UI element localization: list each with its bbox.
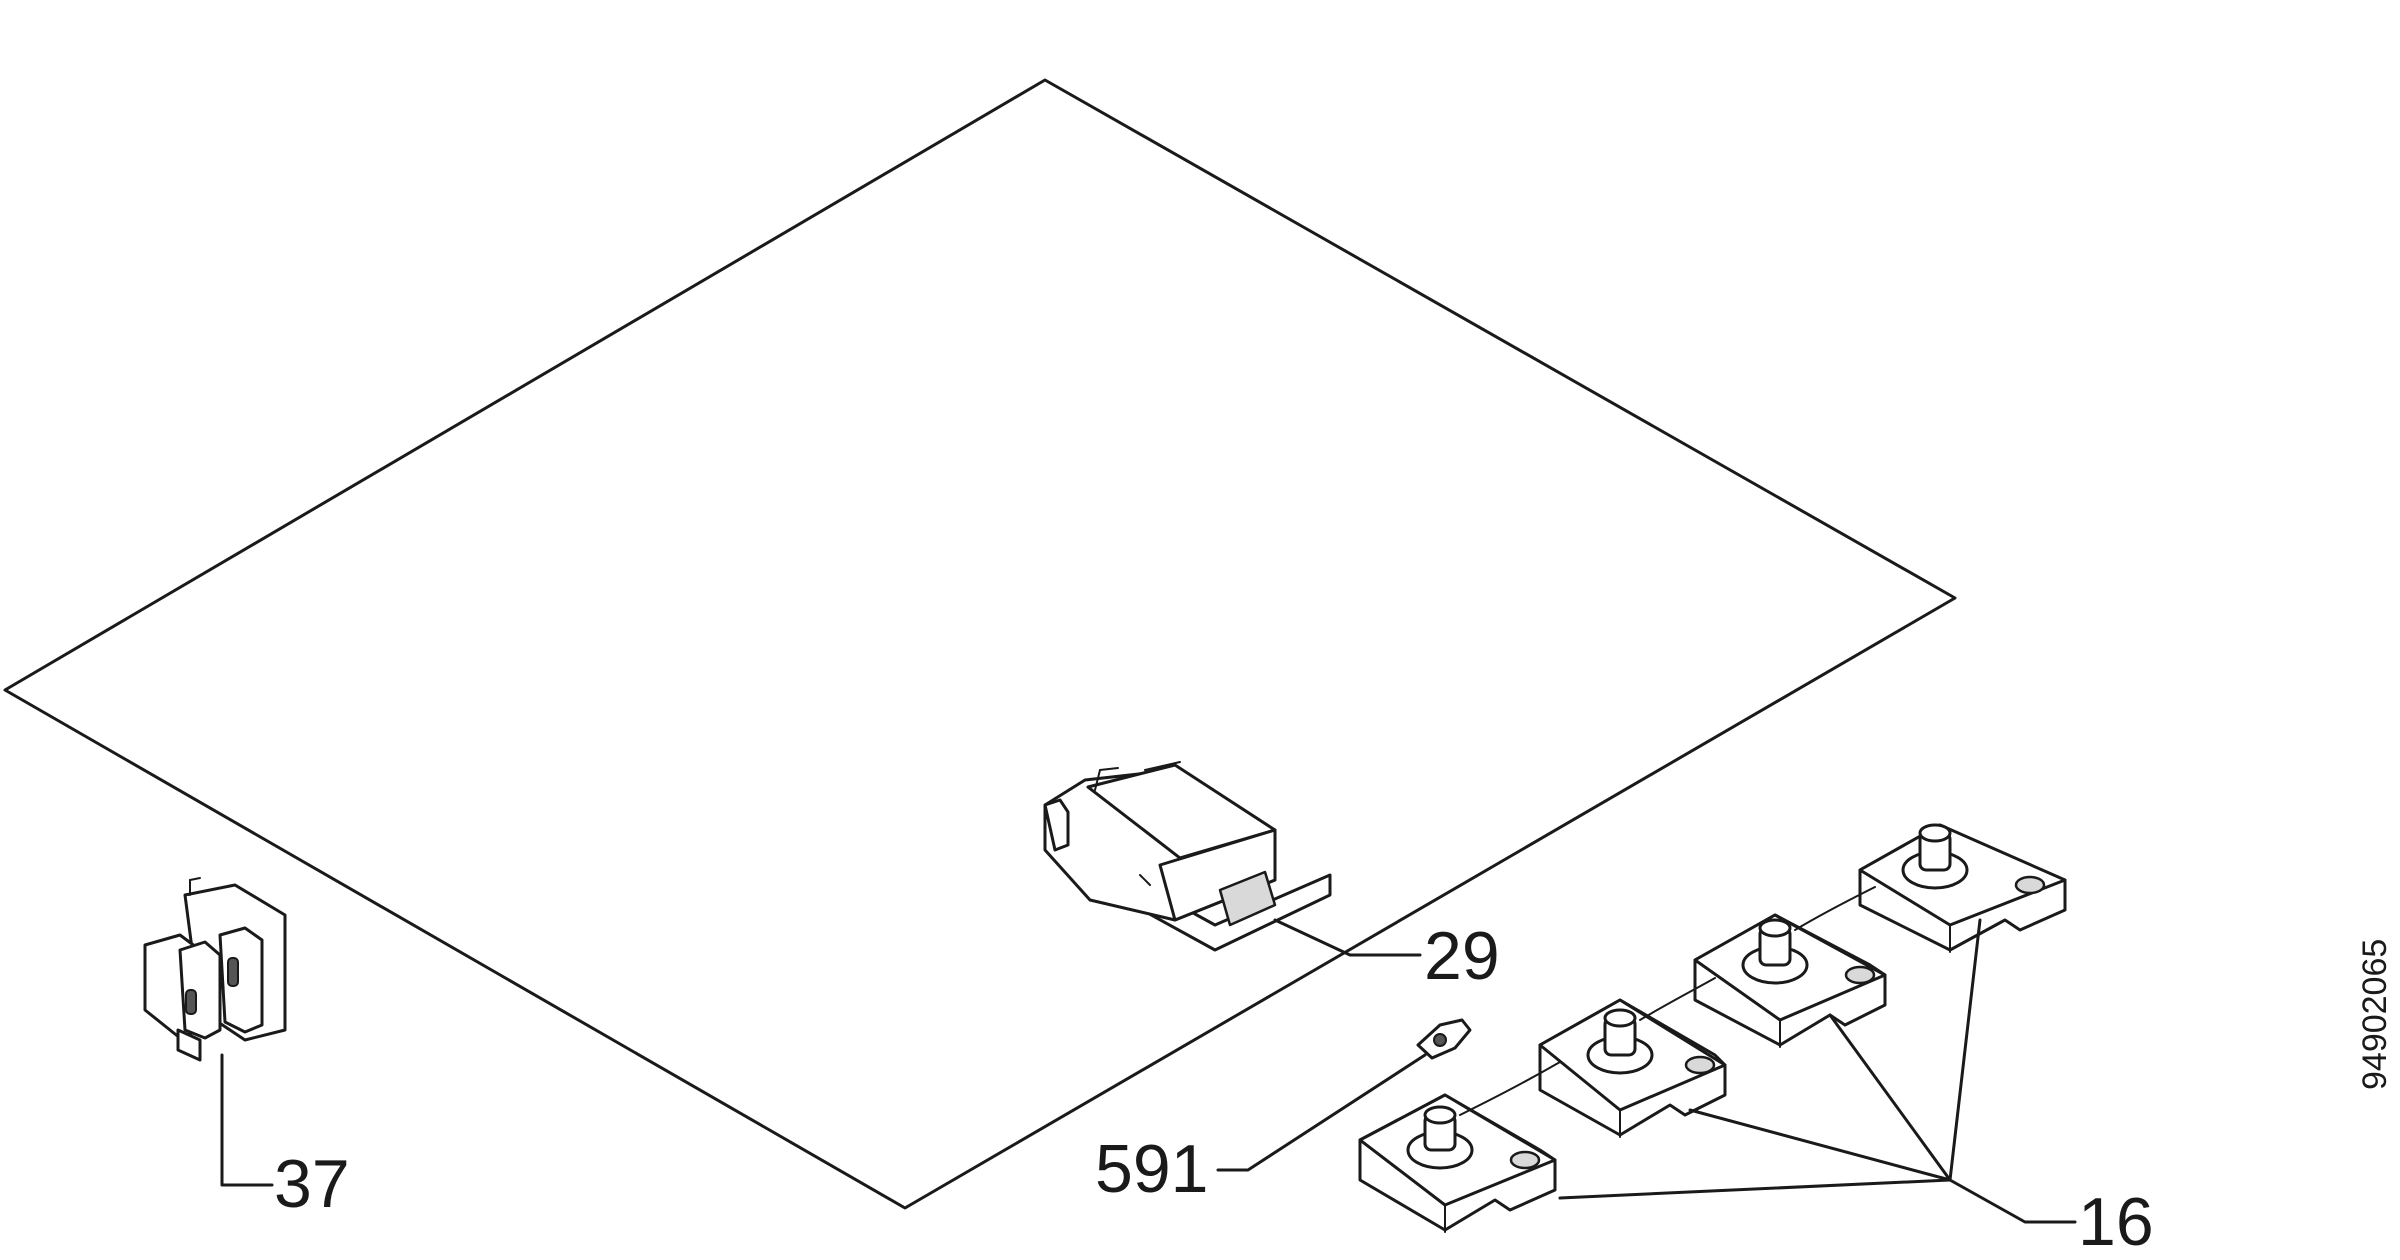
part-591-clip <box>1416 1018 1472 1060</box>
leader-line-37 <box>220 1053 274 1187</box>
part-16-switch-unit-4 <box>1858 823 2067 953</box>
leader-line-29 <box>1273 918 1422 957</box>
callout-label-37: 37 <box>274 1146 350 1222</box>
leader-line-591 <box>1216 1053 1427 1172</box>
part-16-switch-unit-2 <box>1538 998 1727 1138</box>
part-29-electronic-module <box>1043 761 1332 952</box>
drawing-number: 94902065 <box>2356 938 2394 1090</box>
glass-ceramic-panel <box>3 78 1957 1210</box>
part-37-contact-clip <box>143 877 287 1062</box>
part-16-switch-unit-3 <box>1693 913 1887 1048</box>
callout-label-591: 591 <box>1095 1131 1209 1207</box>
callout-label-29: 29 <box>1424 918 1500 994</box>
callout-label-16: 16 <box>2078 1184 2154 1260</box>
leader-lines-16 <box>1558 918 2077 1224</box>
switch-wiring <box>1459 886 1876 1116</box>
part-16-switch-unit-1 <box>1358 1093 1557 1233</box>
